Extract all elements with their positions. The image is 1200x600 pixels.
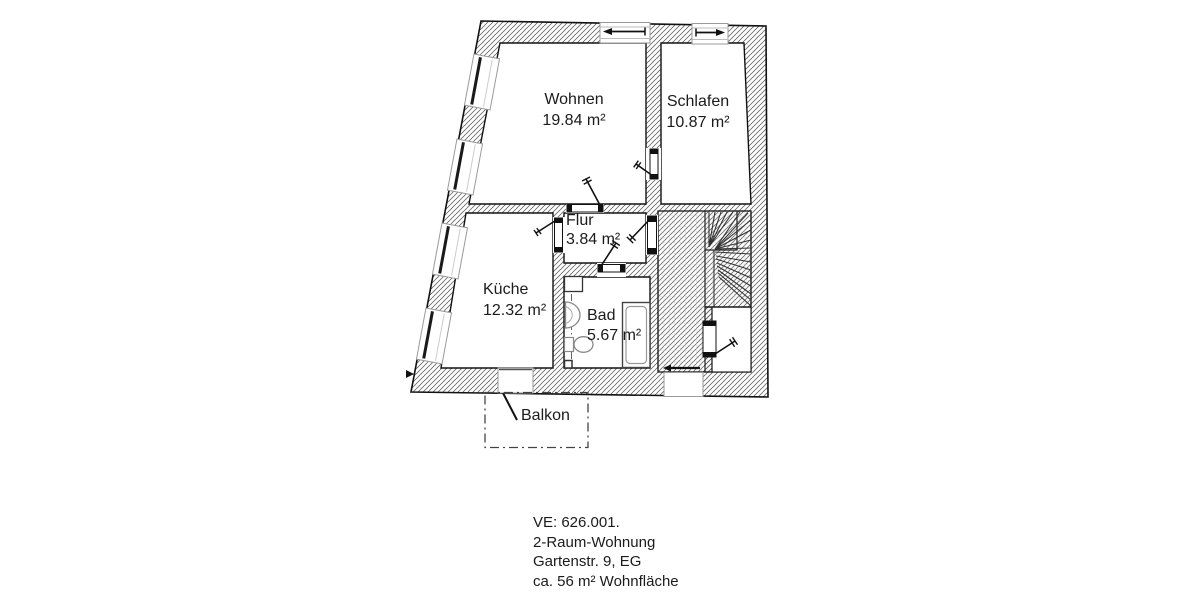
left-wall-windows	[415, 53, 501, 365]
door-understair-closet	[702, 320, 739, 358]
window-wohnen-top	[599, 22, 651, 44]
door-apartment-entrance	[626, 215, 658, 255]
door-wohnen-schlafen	[633, 148, 661, 180]
balcony-outline	[484, 391, 589, 449]
door-flur-wohnen	[566, 176, 604, 213]
window-wohnen-left-1	[463, 53, 501, 111]
room-area: 5.67 m²	[587, 327, 642, 344]
pipe-box	[563, 359, 573, 369]
bathtub-icon	[621, 301, 651, 369]
toilet-cistern	[563, 336, 575, 353]
balcony-label: Balkon	[521, 407, 570, 424]
room-name: Schlafen	[666, 93, 730, 110]
window-kueche-left-2	[415, 307, 453, 365]
door-flur-bad	[597, 239, 626, 277]
info-block: VE: 626.001. 2-Raum-Wohnung Gartenstr. 9…	[533, 513, 679, 591]
room-name: Küche	[483, 281, 529, 298]
building-entrance	[663, 364, 704, 397]
duct-shaft	[563, 275, 584, 293]
info-ve: VE: 626.001.	[533, 514, 620, 531]
bathroom-fixtures	[563, 275, 651, 369]
window-wohnen-left-2	[446, 138, 484, 196]
info-type: 2-Raum-Wohnung	[533, 533, 656, 551]
room-area: 19.84 m²	[542, 112, 606, 129]
room-label-flur: Flur 3.84 m²	[566, 211, 620, 249]
room-label-kueche: Küche 12.32 m²	[483, 279, 546, 321]
section-marker-icon	[406, 370, 414, 378]
door-flur-kueche	[533, 217, 565, 253]
room-name: Flur	[566, 212, 594, 229]
window-schlafen-top	[691, 23, 729, 45]
room-area: 10.87 m²	[666, 114, 730, 131]
info-address: Gartenstr. 9, EG	[533, 553, 642, 570]
toilet-icon	[573, 336, 594, 353]
info-living-area: ca. 56 m² Wohnfläche	[533, 572, 679, 590]
room-label-wohnen: Wohnen 19.84 m²	[504, 89, 644, 131]
room-area: 12.32 m²	[483, 302, 547, 319]
room-label-schlafen: Schlafen 10.87 m²	[628, 91, 768, 133]
window-kueche-left-1	[431, 222, 469, 280]
balcony-door	[497, 367, 534, 394]
room-label-bad: Bad 5.67 m²	[587, 306, 641, 346]
room-area: 3.84 m²	[566, 231, 621, 248]
staircase	[704, 210, 752, 308]
balcony-leader-line	[502, 392, 518, 421]
room-name: Wohnen	[544, 91, 604, 108]
room-name: Bad	[587, 307, 616, 324]
